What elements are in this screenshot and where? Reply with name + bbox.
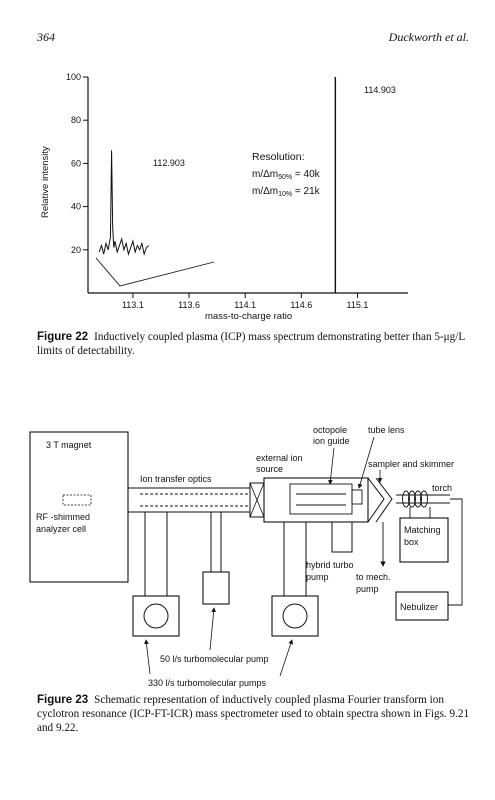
turbomolecular-pump-right [271,595,319,637]
hybrid-turbo-pump [331,521,353,553]
mass-spectrum-chart: 20 40 60 80 100 113.1 113.6 114.1 114.6 115.1 11… [40,72,408,322]
pump-50-label: 50 l/s turbomolecular pump [160,654,269,664]
resolution-title: Resolution: [252,151,305,163]
turbomolecular-pump-left [132,595,180,637]
mech-pump-label-2: pump [356,584,379,594]
octopole-ion-guide [289,483,353,515]
octopole-label-1: octopole [313,425,347,435]
pump-330-label: 330 l/s turbomolecular pumps [148,678,267,688]
pump-stem-middle [210,511,222,573]
y-tick-label: 100 [66,72,81,82]
y-tick-label: 20 [71,245,81,255]
hybrid-pump-label-1: hybrid turbo [306,560,354,570]
figure-22-label: Figure 22 [37,331,89,343]
turbomolecular-pump-middle [202,571,230,605]
external-ion-source-housing [263,477,369,523]
x-axis-label: mass-to-charge ratio [205,311,292,322]
sampler-skimmer-label: sampler and skimmer [368,459,454,469]
x-tick-label: 114.1 [234,300,256,310]
resolution-50-prefix: m/Δm [252,169,278,180]
y-tick-label: 80 [71,115,81,125]
pump-stem-right [283,521,307,597]
pump-stem-left [144,511,168,597]
y-tick-label: 60 [71,158,81,168]
tube-lens [351,489,363,505]
analyzer-cell-icon [62,494,92,506]
skimmer-cone [375,477,393,523]
resolution-10-value: = 21k [292,186,321,197]
external-source-label-1: external ion [256,453,303,463]
x-tick-label: 113.6 [178,300,200,310]
x-tick-label: 114.6 [290,300,312,310]
mech-pump-label-1: to mech. [356,572,391,582]
magnet-box [29,431,129,583]
rf-shimmed-label: RF -shimmed [36,512,90,522]
matching-box-label-2: box [404,537,419,547]
nebulizer-line [448,498,463,606]
resolution-50-text: m/Δm50% = 40k [252,169,321,181]
ion-transfer-optics-label: Ion transfer optics [140,474,212,484]
peak-label-main: 114.903 [364,85,396,95]
matching-box [399,517,449,563]
chart-axes [87,77,408,294]
analyzer-cell-label: analyzer cell [36,524,86,534]
running-header-page-number: 364 [37,30,55,44]
torch-label: torch [432,483,452,493]
x-tick-label: 115.1 [347,300,369,310]
resolution-50-value: = 40k [292,169,321,180]
octopole-label-2: ion guide [313,436,350,446]
icp-ft-icr-schematic: 3 T magnet RF -shimmed analyzer cell Ion… [29,425,463,688]
resolution-10-prefix: m/Δm [252,186,278,197]
running-header-author: Duckworth et al. [388,30,469,44]
nebulizer-box [395,591,449,621]
external-source-label-2: source [256,464,283,474]
nebulizer-label: Nebulizer [400,602,438,612]
resolution-10-sub: 10% [278,191,292,198]
y-axis-label: Relative intensity [40,146,51,218]
sampler-cone [367,477,385,523]
tube-lens-label: tube lens [368,425,405,435]
resolution-50-sub: 50% [278,174,292,181]
magnet-label: 3 T magnet [46,440,92,450]
hybrid-pump-label-2: pump [306,572,329,582]
inset-noise-trace [98,150,149,256]
figure-22-caption-text: Inductively coupled plasma (ICP) mass sp… [37,331,465,357]
ion-optics-plates [140,493,248,507]
inset-zoom-bracket [95,257,215,287]
torch-coil [402,490,428,508]
figure-23-caption-text: Schematic representation of inductively … [37,694,470,734]
figure-23-label: Figure 23 [37,694,89,706]
matching-box-label-1: Matching [404,525,441,535]
y-tick-label: 40 [71,202,81,212]
x-tick-label: 113.1 [122,300,144,310]
peak-label-inset: 112.903 [153,158,185,168]
resolution-10-text: m/Δm10% = 21k [252,186,321,198]
